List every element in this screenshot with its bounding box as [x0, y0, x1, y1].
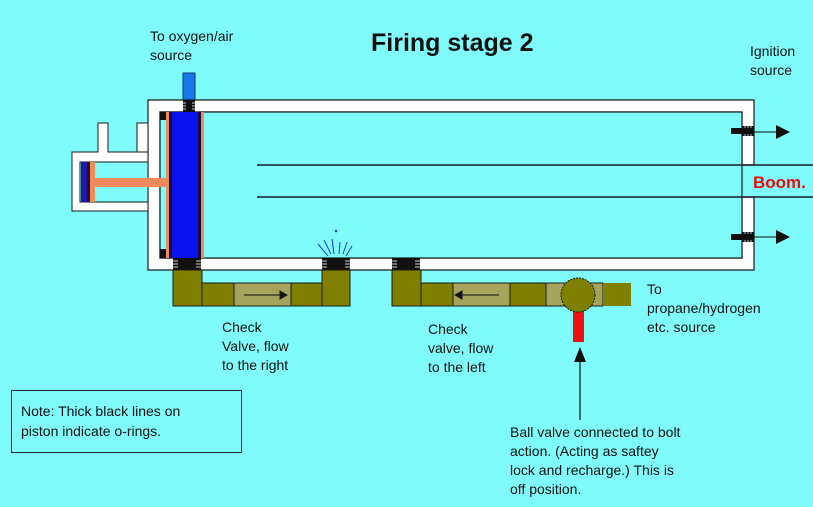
port-thread-1	[173, 258, 201, 270]
piston-front-plate	[201, 112, 204, 258]
ignition-source-label: Ignition source	[750, 43, 796, 78]
flow-arrow-right-icon	[279, 290, 289, 300]
piston-body	[169, 112, 201, 258]
oxygen-port-thread	[183, 100, 195, 112]
bolt-piston	[81, 162, 87, 202]
ball-valve-label: Ball valve connected to bolt action. (Ac…	[510, 424, 681, 497]
piston-rod	[90, 178, 168, 187]
ignition-port-bottom	[731, 230, 790, 244]
piston-seal-bottom	[160, 249, 166, 258]
port-thread-2	[322, 258, 350, 270]
oxygen-source-label: To oxygen/air source	[150, 28, 234, 63]
port-thread-3	[392, 258, 420, 270]
check-valve-right-label: Check Valve, flow to the right	[222, 319, 289, 373]
chamber-cavity	[159, 111, 743, 259]
ignition-port-top	[731, 125, 790, 139]
diagram-title: Firing stage 2	[371, 29, 534, 57]
check-valve-left-label: Check valve, flow to the left	[428, 321, 494, 375]
bolt-guide	[136, 122, 149, 153]
ball-valve-pointer-arrow	[574, 347, 586, 420]
note-box: Note: Thick black lines on piston indica…	[11, 390, 242, 453]
flow-arrow-left-icon	[453, 290, 463, 300]
piston-seal-top	[160, 112, 166, 120]
piston-rear-plate	[166, 112, 169, 258]
oxygen-inlet-tube	[182, 72, 196, 101]
ball-valve	[560, 277, 596, 342]
ball-valve-handle	[573, 310, 584, 342]
check-valve-right	[172, 269, 351, 307]
boom-label: Boom.	[753, 173, 806, 192]
fuel-source-label: To propane/hydrogen etc. source	[647, 281, 761, 335]
check-valve-left	[391, 269, 631, 307]
gas-spray-icon	[317, 229, 353, 257]
